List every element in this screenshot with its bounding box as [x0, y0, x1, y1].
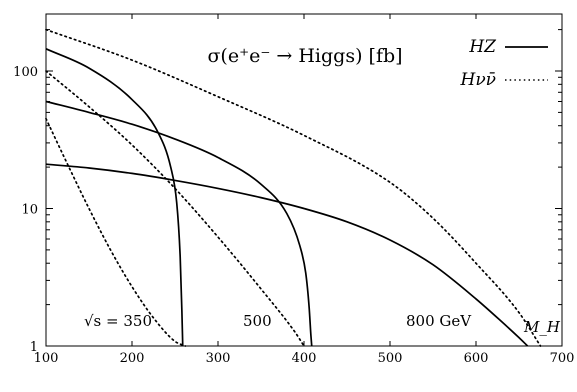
x-tick-label-600: 600: [464, 351, 489, 366]
series-hz-800-curve: [45, 163, 529, 347]
x-tick-label-200: 200: [120, 351, 145, 366]
curves-layer: [45, 28, 542, 347]
series-hz-500-curve: [45, 100, 313, 347]
annotation-800-gev: 800 GeV: [406, 312, 472, 330]
legend-label-hz: HZ: [468, 37, 497, 57]
y-tick-label-10: 10: [21, 203, 38, 218]
legend: HZ Hνν̄: [460, 37, 548, 90]
annotation-sqrt-s-350: √s = 350: [84, 312, 152, 330]
x-tick-label-300: 300: [206, 351, 231, 366]
series-hnunu-350-curve: [45, 117, 187, 347]
y-tick-label-100: 100: [13, 65, 38, 80]
series-hnunu-800-curve: [45, 28, 542, 347]
y-tick-label-1: 1: [30, 340, 38, 355]
x-tick-label-700: 700: [550, 351, 575, 366]
axis-ticks: [45, 14, 563, 347]
chart-title: σ(e⁺e⁻ → Higgs) [fb]: [207, 45, 402, 67]
x-tick-label-400: 400: [292, 351, 317, 366]
annotation-500: 500: [243, 312, 272, 330]
series-hnunu-500-curve: [45, 70, 305, 347]
axis-tick-labels: 100 200 300 400 500 600 700 1 10 100: [13, 65, 574, 366]
series-hz-350-curve: [45, 48, 184, 347]
x-tick-label-100: 100: [34, 351, 59, 366]
legend-label-hnunu: Hνν̄: [460, 70, 497, 90]
x-axis-label-mh: M_H: [523, 318, 561, 336]
x-tick-label-500: 500: [378, 351, 403, 366]
